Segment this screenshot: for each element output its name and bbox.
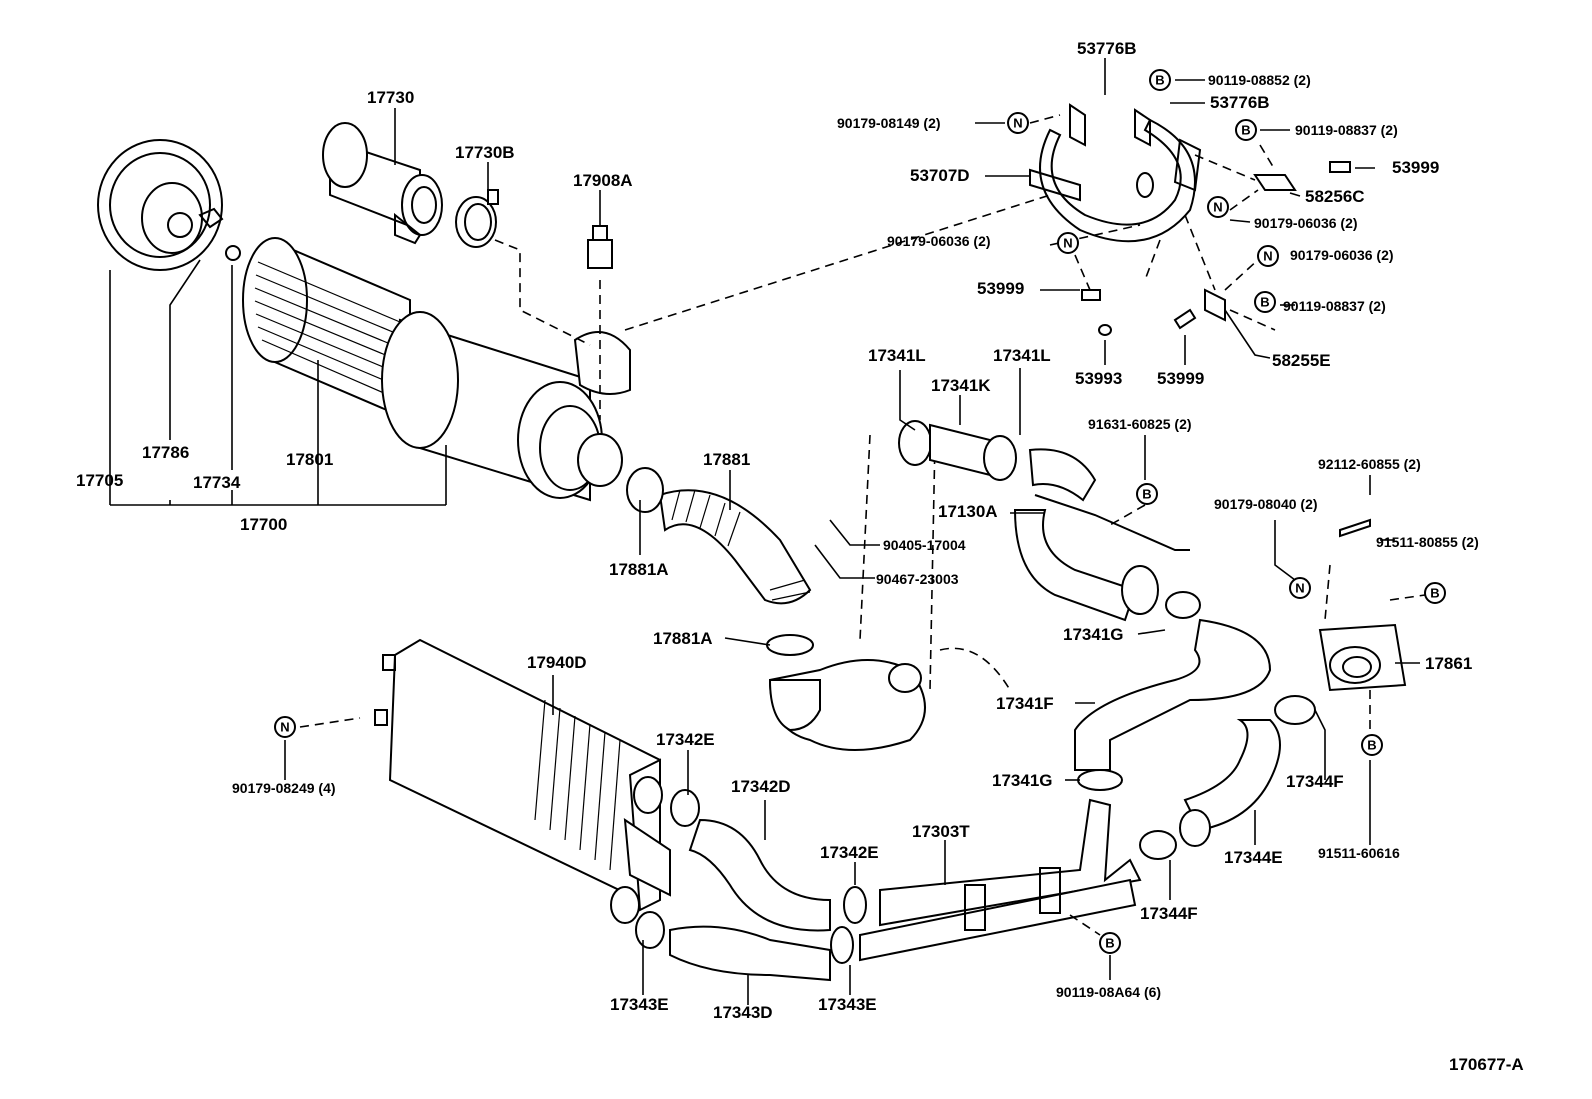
part-labels: 17730 17730B 17908A 53776B 90119-08852 (… (76, 39, 1524, 1074)
part-label-17341f: 17341F (996, 694, 1054, 713)
part-label-17734: 17734 (193, 473, 241, 492)
nut-marker-text: N (280, 720, 289, 735)
part-label-90179-06036-2: 90179-06036 (2) (887, 233, 991, 249)
part-label-90179-08249: 90179-08249 (4) (232, 780, 336, 796)
return-hose-drawing (1179, 695, 1316, 847)
flange-drawing (1318, 623, 1407, 692)
part-label-17786: 17786 (142, 443, 189, 462)
part-label-17341g-2: 17341G (992, 771, 1053, 790)
bolt-marker-text: B (1142, 487, 1151, 502)
part-label-53993: 53993 (1075, 369, 1122, 388)
part-label-90119-08837: 90119-08837 (2) (1295, 122, 1398, 138)
bolt-marker-text: B (1155, 73, 1164, 88)
part-label-17881a-2: 17881A (653, 629, 713, 648)
part-label-58256c: 58256C (1305, 187, 1365, 206)
part-label-90119-08837-2: 90119-08837 (2) (1283, 298, 1386, 314)
part-label-90179-08040: 90179-08040 (2) (1214, 496, 1318, 512)
part-label-53776b-2: 53776B (1210, 93, 1270, 112)
part-label-17861: 17861 (1425, 654, 1472, 673)
intake-hose-drawing (626, 467, 812, 605)
outlet-hose-drawing (1074, 591, 1272, 791)
part-label-17705: 17705 (76, 471, 123, 490)
part-label-90179-08149: 90179-08149 (2) (837, 115, 941, 131)
air-filter-element-drawing (242, 237, 411, 422)
part-label-17801: 17801 (286, 450, 333, 469)
bolt-marker-text: B (1367, 738, 1376, 753)
part-label-17730b: 17730B (455, 143, 515, 162)
dashed-guide-lines (299, 114, 1426, 936)
part-label-90467-23003: 90467-23003 (876, 571, 959, 587)
turbo-pipe-drawing (1013, 494, 1190, 622)
part-label-17344f: 17344F (1286, 772, 1344, 791)
part-label-53707d: 53707D (910, 166, 970, 185)
part-label-17343d: 17343D (713, 1003, 773, 1022)
part-label-17341l-2: 17341L (993, 346, 1051, 365)
part-label-17940d: 17940D (527, 653, 587, 672)
cross-pipe-drawing (859, 798, 1177, 962)
part-label-17881a: 17881A (609, 560, 669, 579)
part-label-17344e: 17344E (1224, 848, 1283, 867)
part-label-17130a: 17130A (938, 502, 998, 521)
part-label-17730: 17730 (367, 88, 414, 107)
air-intake-drawing (322, 122, 443, 245)
part-label-91631-60825: 91631-60825 (2) (1088, 416, 1192, 432)
bracket-drawing (1029, 103, 1202, 243)
nut-marker-text: N (1013, 116, 1022, 131)
drawing-id: 170677-A (1449, 1055, 1524, 1074)
bolt-marker-text: B (1430, 586, 1439, 601)
upper-hose-drawing (898, 420, 1097, 502)
part-label-90179-06036: 90179-06036 (2) (1254, 215, 1358, 231)
nut-marker-text: N (1263, 249, 1272, 264)
bolt-marker-text: B (1241, 123, 1250, 138)
part-label-17341g: 17341G (1063, 625, 1124, 644)
part-label-53999-2: 53999 (977, 279, 1024, 298)
part-label-17341l: 17341L (868, 346, 926, 365)
air-cleaner-cap-drawing (97, 139, 241, 271)
bolt-marker-text: B (1105, 936, 1114, 951)
part-label-17341k: 17341K (931, 376, 991, 395)
part-label-53999: 53999 (1392, 158, 1439, 177)
part-label-17881: 17881 (703, 450, 750, 469)
part-label-91511-80855: 91511-80855 (2) (1376, 534, 1479, 550)
part-label-17342e-2: 17342E (820, 843, 879, 862)
part-label-17700: 17700 (240, 515, 287, 534)
part-label-17343e: 17343E (610, 995, 669, 1014)
part-label-17343e-2: 17343E (818, 995, 877, 1014)
nut-marker-text: N (1063, 236, 1072, 251)
air-cleaner-case-drawing (381, 311, 631, 505)
part-label-90119-08a64: 90119-08A64 (6) (1056, 984, 1161, 1000)
nut-marker-text: N (1213, 200, 1222, 215)
part-label-90119-08852: 90119-08852 (2) (1208, 72, 1311, 88)
turbo-housing-drawing (766, 434, 1011, 751)
part-label-17344f-2: 17344F (1140, 904, 1198, 923)
part-label-92112-60855: 92112-60855 (2) (1318, 456, 1421, 472)
fastener-markers: B N B N N N B B N B N B B (274, 69, 1446, 954)
part-label-90405-17004: 90405-17004 (883, 537, 966, 553)
small-fasteners-drawing (1081, 161, 1371, 538)
bolt-marker-text: B (1260, 295, 1269, 310)
part-label-17303t: 17303T (912, 822, 970, 841)
nut-marker-text: N (1295, 581, 1304, 596)
hose-clamp-drawing (455, 189, 499, 248)
leader-lines (109, 58, 1420, 1005)
part-label-17342d: 17342D (731, 777, 791, 796)
part-label-17342e: 17342E (656, 730, 715, 749)
part-label-53999-3: 53999 (1157, 369, 1204, 388)
part-label-58255e: 58255E (1272, 351, 1331, 370)
part-label-91511-60616: 91511-60616 (1318, 845, 1400, 861)
sensor-drawing (587, 200, 613, 269)
part-label-17908a: 17908A (573, 171, 633, 190)
intercooler-drawing (374, 638, 671, 924)
part-label-90179-06036-3: 90179-06036 (2) (1290, 247, 1394, 263)
part-label-53776b: 53776B (1077, 39, 1137, 58)
lower-hoses-drawing (635, 789, 867, 982)
